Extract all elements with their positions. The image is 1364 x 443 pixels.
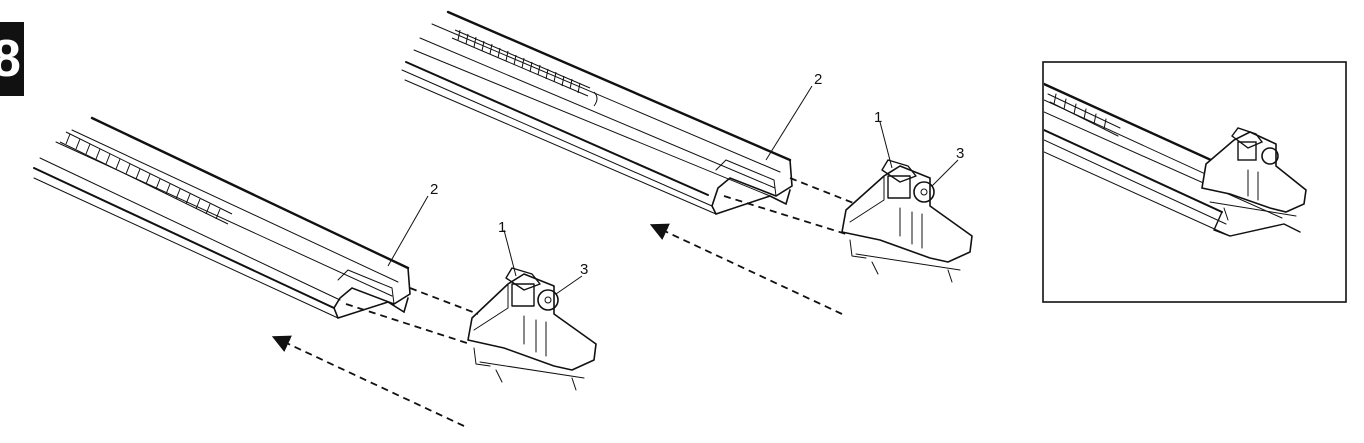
back-insertion-guides <box>649 177 857 315</box>
detail-inset <box>1042 61 1347 303</box>
callout-front-hook: 3 <box>580 261 588 278</box>
front-insertion-guides <box>271 287 479 427</box>
front-rail <box>33 116 411 319</box>
callout-back-carriage: 1 <box>874 109 882 126</box>
back-carriage <box>841 159 973 283</box>
back-rail <box>401 10 793 215</box>
callout-back-rail: 2 <box>814 71 822 88</box>
step-number-badge: 8 <box>0 22 24 96</box>
back-rail-slots <box>451 29 598 107</box>
callout-front-rail: 2 <box>430 181 438 198</box>
callout-leaders <box>387 85 959 295</box>
callout-back-hook: 3 <box>956 145 964 162</box>
front-carriage <box>467 267 597 391</box>
callout-front-carriage: 1 <box>498 219 506 236</box>
step-number: 8 <box>0 30 21 88</box>
front-rail-slots <box>59 131 233 225</box>
